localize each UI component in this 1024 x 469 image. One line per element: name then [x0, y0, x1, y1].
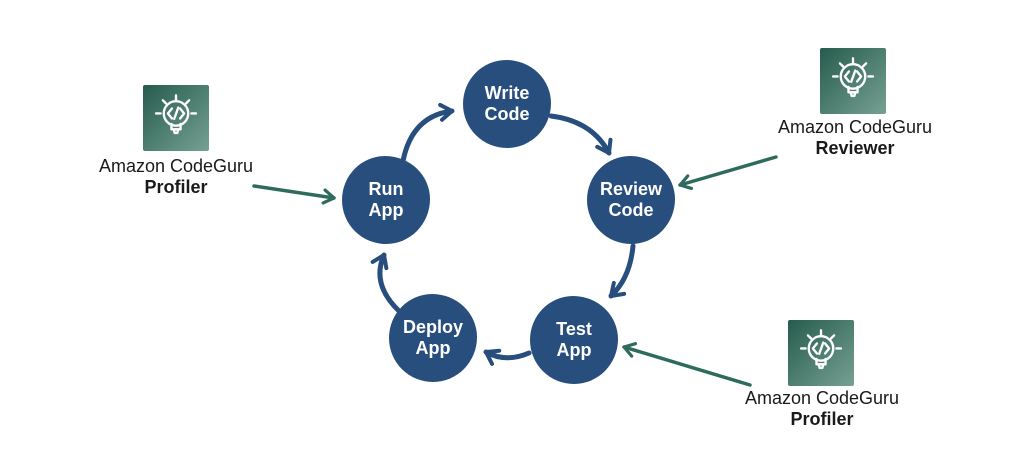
service-name: Amazon CodeGuru — [744, 388, 900, 408]
codeguru-lightbulb-icon — [820, 48, 886, 114]
service-label-profiler-left: Amazon CodeGuru Profiler — [66, 156, 286, 198]
cycle-node-test-app: Test App — [530, 296, 618, 384]
node-label-line: Review — [599, 179, 663, 199]
arrow-run-to-write — [400, 102, 455, 164]
service-name: Amazon CodeGuru — [98, 156, 254, 176]
arrow-profiler-left-to-run — [252, 184, 336, 205]
arrow-review-to-test — [608, 243, 636, 299]
cycle-node-run-app: Run App — [342, 156, 430, 244]
arrow-reviewer-to-review — [678, 155, 778, 191]
service-label-reviewer: Amazon CodeGuru Reviewer — [745, 117, 965, 159]
node-label-line: Test — [556, 319, 592, 339]
cycle-node-review-code: Review Code — [587, 156, 675, 244]
cycle-node-write-code: Write Code — [463, 60, 551, 148]
node-label-line: App — [415, 338, 451, 358]
codeguru-lightbulb-icon — [788, 320, 854, 386]
codeguru-lightbulb-icon — [143, 85, 209, 151]
node-label-line: App — [556, 340, 592, 360]
service-variant: Reviewer — [815, 138, 895, 158]
arrow-write-to-review — [548, 113, 613, 156]
node-label-line: Code — [484, 104, 530, 124]
arrow-deploy-to-run — [370, 252, 402, 314]
service-label-profiler-bottom: Amazon CodeGuru Profiler — [712, 388, 932, 430]
service-variant: Profiler — [790, 409, 854, 429]
service-variant: Profiler — [144, 177, 208, 197]
node-label-line: App — [368, 200, 404, 220]
node-label-line: Run — [368, 179, 404, 199]
arrow-profiler-bottom-to-test — [622, 342, 752, 387]
node-label-line: Write — [484, 83, 530, 103]
cycle-node-deploy-app: Deploy App — [389, 294, 477, 382]
node-label-line: Code — [608, 200, 654, 220]
service-name: Amazon CodeGuru — [777, 117, 933, 137]
arrow-test-to-deploy — [483, 348, 532, 366]
node-label-line: Deploy — [402, 317, 463, 337]
